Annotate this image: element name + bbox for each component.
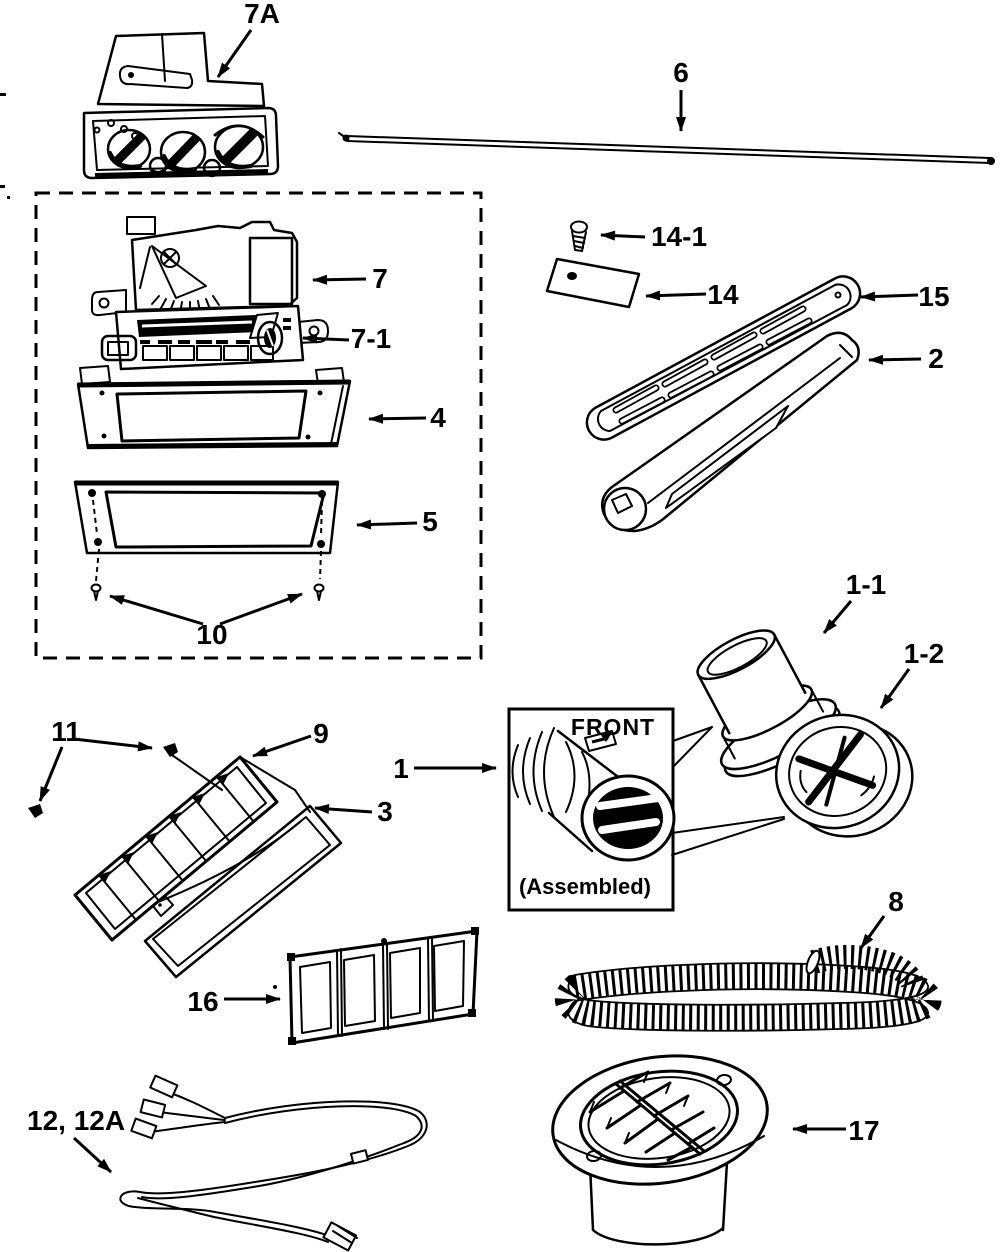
callout-1-label: 1	[393, 753, 409, 784]
part-9-louver-vent	[73, 755, 311, 942]
callout-5: 5	[356, 506, 438, 537]
callout-17-label: 17	[848, 1115, 879, 1146]
callout-11-label: 11	[51, 716, 81, 747]
part-10-screws	[90, 583, 325, 601]
callout-7-label: 7	[372, 263, 388, 294]
callout-1-1-label: 1-1	[846, 569, 886, 600]
part-11-clips	[28, 743, 223, 818]
part-7-control-unit	[91, 216, 329, 371]
callout-2-arrow	[868, 354, 922, 365]
callout-11-arrow-right	[73, 737, 153, 752]
callout-9-arrow	[252, 734, 312, 758]
callout-5-label: 5	[422, 506, 438, 537]
callout-1-2: 1-2	[879, 638, 944, 709]
dashed-parts-box	[34, 191, 483, 660]
callout-5-arrow	[356, 519, 418, 530]
callout-15-label: 15	[918, 281, 949, 312]
callout-6-label: 6	[673, 57, 689, 88]
part-2-duct	[601, 331, 860, 533]
callout-1: 1	[393, 753, 497, 784]
callout-14-1-label: 14-1	[651, 221, 707, 252]
callout-1-1-arrow	[822, 600, 853, 634]
callout-1-1: 1-1	[822, 569, 886, 634]
callout-16-label: 16	[187, 986, 218, 1017]
callout-14-arrow	[645, 290, 707, 301]
inset-assembled-label: (Assembled)	[519, 874, 651, 899]
part-3-gasket	[143, 804, 343, 979]
callout-8-label: 8	[888, 886, 904, 917]
callout-17: 17	[792, 1115, 880, 1146]
callout-7-arrow	[312, 274, 367, 285]
callout-7-1-label: 7-1	[351, 323, 391, 354]
callout-7-1: 7-1	[302, 323, 391, 354]
callout-4-label: 4	[430, 402, 446, 433]
part-7a-control-assembly	[82, 31, 280, 180]
callout-1-2-arrow	[879, 668, 911, 709]
callout-16: 16	[187, 986, 281, 1017]
callout-15-arrow	[860, 291, 919, 302]
callout-3: 3	[314, 796, 393, 827]
inset-front-label: FRONT	[571, 714, 655, 740]
part-16-frame-grid	[287, 927, 479, 1045]
callout-10: 10	[109, 592, 303, 650]
callout-7: 7	[312, 263, 388, 294]
callout-8-arrow	[859, 915, 886, 949]
callout-15: 15	[860, 281, 950, 312]
callout-3-label: 3	[377, 796, 393, 827]
callout-7-1-arrow	[302, 333, 350, 344]
callout-8: 8	[859, 886, 904, 949]
front-assembled-inset: FRONT (Assembled)	[507, 707, 785, 912]
callout-11: 11	[38, 716, 153, 802]
part-15-vent-grille	[585, 275, 862, 441]
part-14-plate	[545, 257, 641, 309]
callout-14: 14	[645, 279, 739, 310]
callout-1-2-label: 1-2	[904, 638, 944, 669]
scan-specks	[0, 93, 277, 989]
callout-11-arrow-left	[38, 746, 64, 802]
callout-12: 12, 12A	[27, 1105, 125, 1174]
callout-14-1-arrow	[600, 230, 646, 241]
part-4-bezel	[76, 365, 352, 450]
callout-10-arrow-right	[219, 592, 303, 626]
callout-9: 9	[252, 718, 329, 758]
callout-14-label: 14	[707, 279, 739, 310]
callout-9-label: 9	[313, 718, 329, 749]
callout-12-arrow	[72, 1136, 113, 1174]
callout-3-arrow	[314, 803, 373, 814]
callout-4: 4	[368, 402, 446, 433]
callout-7a-arrow	[216, 29, 253, 78]
part-8-flex-hose	[555, 944, 942, 1032]
callout-7a: 7A	[216, 0, 280, 78]
part-5-trim-frame	[73, 480, 340, 582]
callout-7a-label: 7A	[244, 0, 280, 29]
callout-2-label: 2	[928, 343, 944, 374]
callout-2: 2	[868, 343, 944, 374]
part-1-2-vent-louver	[774, 713, 914, 838]
part-17-round-vent	[551, 1054, 769, 1246]
callout-4-arrow	[368, 413, 427, 424]
part-6-control-rod	[338, 132, 995, 165]
part-14-1-screw	[570, 220, 588, 252]
callout-6: 6	[673, 57, 689, 132]
part-12-wiring-harness	[119, 1074, 428, 1252]
callout-10-arrow-left	[109, 594, 204, 626]
callout-14-1: 14-1	[600, 221, 707, 252]
callout-12-label: 12, 12A	[27, 1105, 125, 1136]
